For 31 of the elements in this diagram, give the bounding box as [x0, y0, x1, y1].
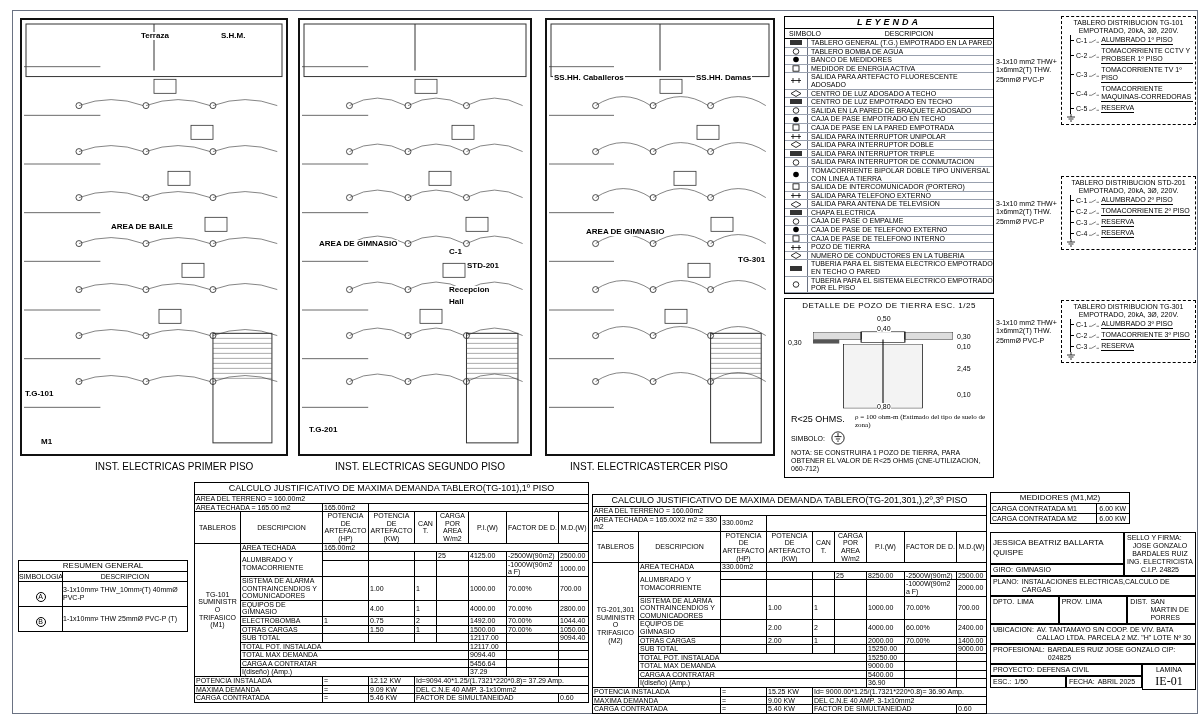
field-value: IE-01	[1155, 674, 1183, 688]
room-label: Recepcion	[448, 286, 491, 294]
distribution-board-panel	[1061, 16, 1196, 125]
room-label: AREA DE GIMNASIO	[318, 240, 399, 248]
plan-title: INST. ELECTRICAS SEGUNDO PISO	[335, 462, 506, 472]
field-value: JESSICA BEATRIZ BALLARTA QUISPE	[993, 538, 1105, 558]
room-label: Hall	[448, 298, 465, 306]
room-label: TG-301	[737, 256, 767, 264]
room-label: C-1	[448, 248, 463, 256]
table-cell: RESUMEN GENERAL	[18, 560, 188, 572]
room-label: T.G-201	[308, 426, 339, 434]
plan-title: INST. ELECTRICAS PRIMER PISO	[95, 462, 254, 472]
legend-title: LEYENDA	[857, 18, 921, 27]
detail-panel	[784, 298, 994, 478]
distribution-board-panel	[1061, 300, 1196, 363]
room-label: AREA DE GIMNASIO	[585, 228, 666, 236]
room-label: SS.HH. Damas	[695, 74, 753, 82]
table-cell: MEDIDORES (M1,M2)	[990, 492, 1130, 504]
distribution-board-panel	[1061, 176, 1196, 250]
room-label: SS.HH. Caballeros	[553, 74, 625, 82]
room-label: AREA DE BAILE	[110, 223, 174, 231]
detail-title: DETALLE DE POZO DE TIERRA ESC. 1/25	[802, 302, 976, 310]
room-label: STD-201	[466, 262, 500, 270]
plan-title: INST. ELECTRICASTERCER PISO	[570, 462, 728, 472]
room-label: T.G-101	[24, 390, 55, 398]
room-label: S.H.M.	[220, 32, 247, 40]
room-label: Terraza	[140, 32, 170, 40]
table-cell: CALCULO JUSTIFICATIVO DE MAXIMA DEMANDA TABLERO(TG-101),1º PISO	[194, 482, 589, 495]
table-cell: CALCULO JUSTIFICATIVO DE MAXIMA DEMANDA TABLERO(TG-201,301,),2º,3º PISO	[592, 494, 987, 507]
resistance-note: R<25 OHMS.	[791, 415, 845, 424]
room-label: M1	[40, 438, 54, 446]
